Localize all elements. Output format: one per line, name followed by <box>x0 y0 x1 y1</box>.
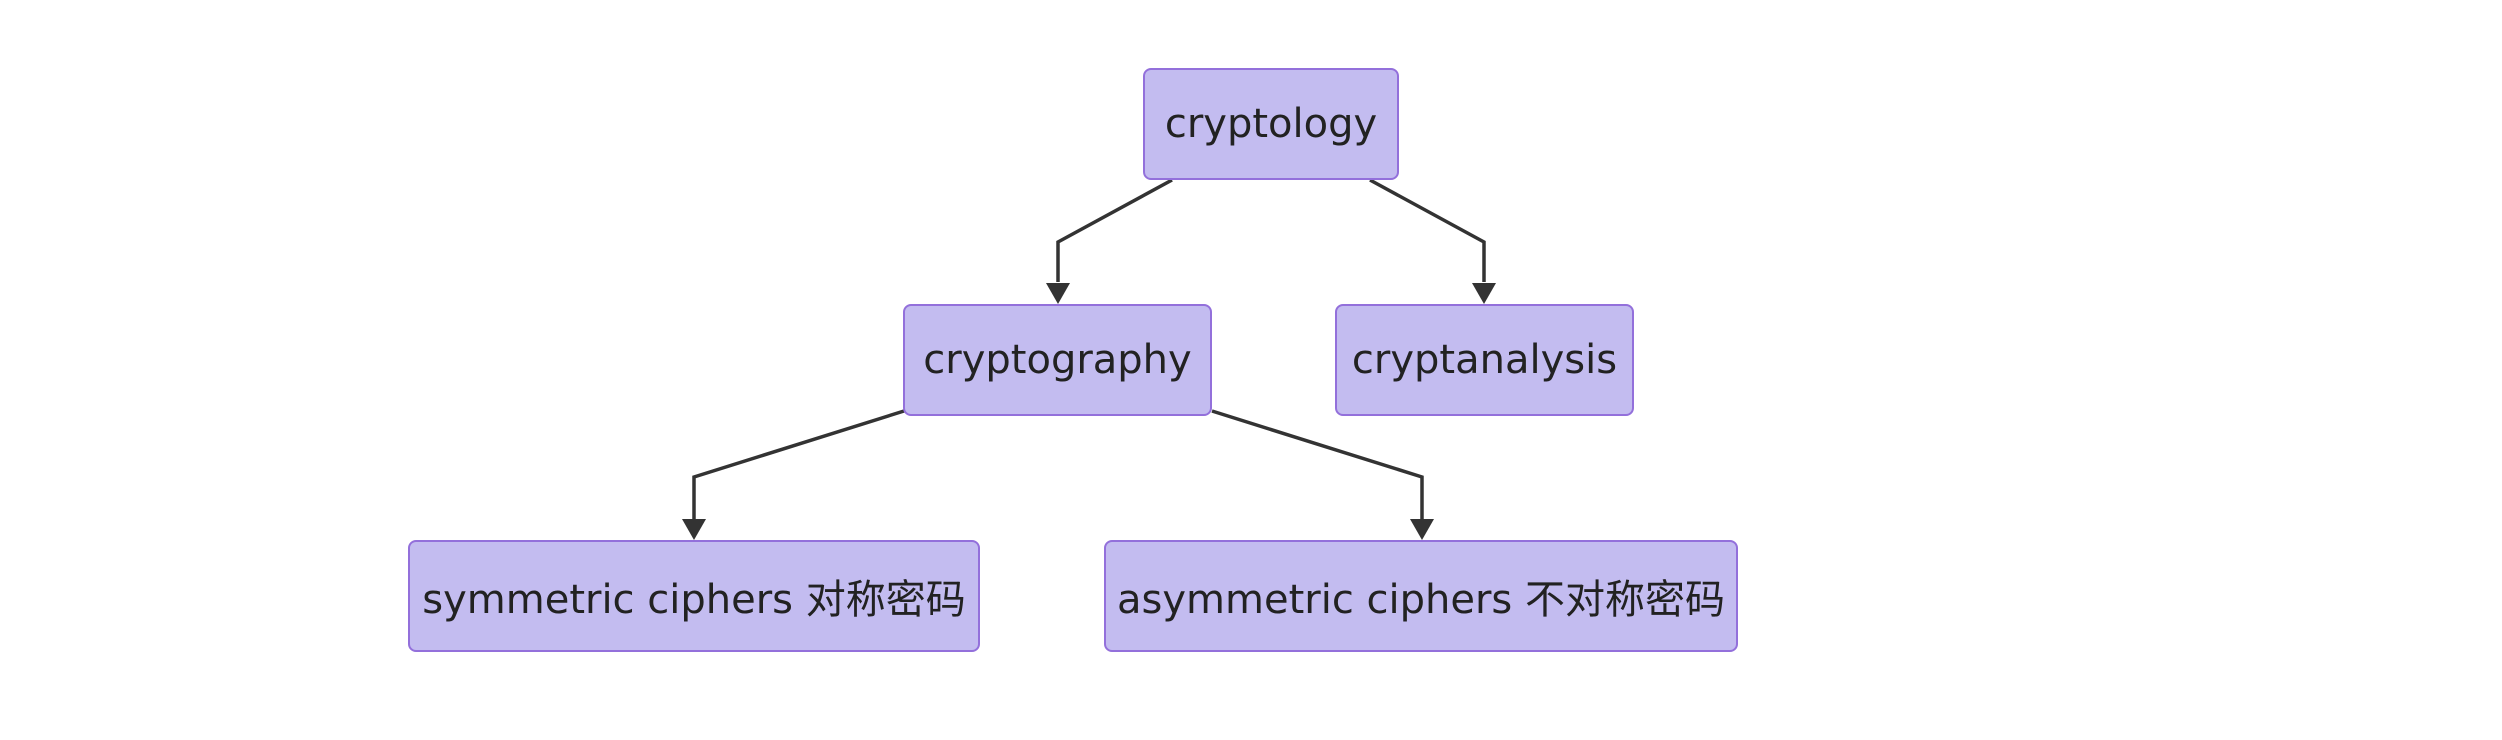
arrowhead-asymmetric <box>1410 519 1434 540</box>
edge-cryptography-symmetric <box>692 409 905 519</box>
arrowhead-symmetric <box>682 519 706 540</box>
arrowhead-cryptography <box>1046 283 1070 304</box>
edge-cryptology-cryptography <box>1056 178 1173 282</box>
node-label-symmetric-ciphers: symmetric ciphers 对称密码 <box>422 577 966 623</box>
node-label-cryptology: cryptology <box>1164 101 1378 147</box>
node-symmetric-ciphers: symmetric ciphers 对称密码 <box>408 540 980 652</box>
node-label-asymmetric-ciphers: asymmetric ciphers 不对称密码 <box>1117 577 1725 623</box>
node-cryptanalysis: cryptanalysis <box>1335 304 1634 416</box>
edge-cryptography-asymmetric <box>1211 409 1424 519</box>
edge-cryptology-cryptanalysis <box>1369 178 1486 282</box>
node-cryptology: cryptology <box>1143 68 1399 180</box>
node-asymmetric-ciphers: asymmetric ciphers 不对称密码 <box>1104 540 1738 652</box>
node-label-cryptanalysis: cryptanalysis <box>1351 337 1618 383</box>
arrowhead-cryptanalysis <box>1472 283 1496 304</box>
node-cryptography: cryptography <box>903 304 1212 416</box>
node-label-cryptography: cryptography <box>923 337 1192 383</box>
